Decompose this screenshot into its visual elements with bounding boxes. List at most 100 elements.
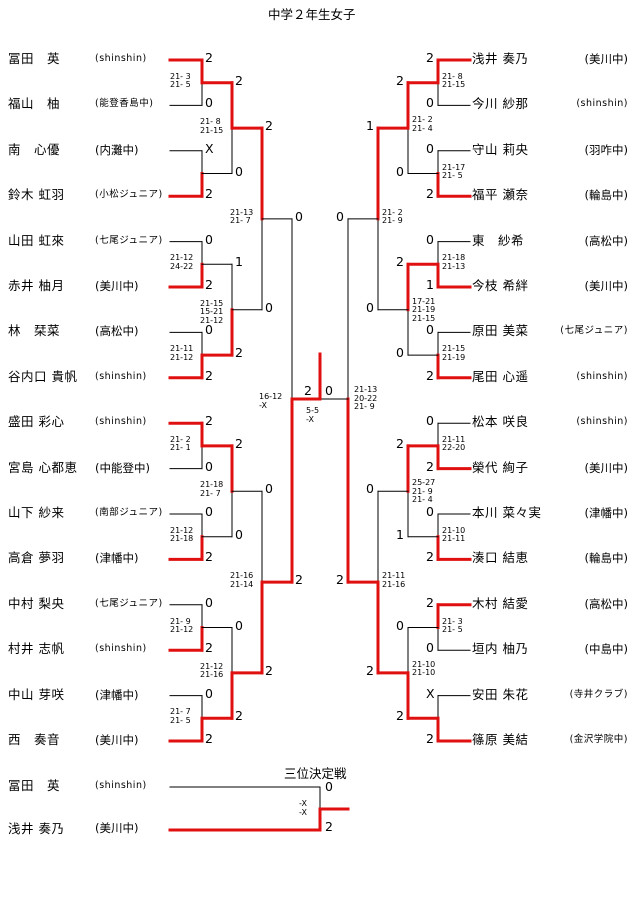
score: 0 (426, 322, 434, 338)
score: 2 (366, 662, 374, 678)
score: 0 (426, 413, 434, 429)
player-school: (美川中) (584, 460, 628, 475)
player-name: 篠原 美結 (472, 732, 529, 747)
player-school: (七尾ジュニア) (560, 325, 628, 337)
player-school: (内灘中) (95, 142, 139, 157)
score: 2 (265, 118, 273, 134)
player-school: (shinshin) (576, 416, 628, 428)
game-scores: 25-27 21- 9 21- 4 (412, 478, 436, 505)
score: 2 (235, 435, 243, 451)
player-name: 高倉 夢羽 (8, 550, 65, 566)
game-scores: 21- 7 21- 5 (170, 707, 191, 725)
score: 2 (396, 254, 404, 270)
player-school: (中能登中) (95, 460, 150, 475)
score: 0 (265, 299, 273, 315)
score: 2 (205, 731, 213, 746)
score: 0 (205, 685, 213, 701)
game-scores: 21-11 21-16 (382, 571, 406, 589)
player-name: 守山 莉央 (472, 141, 529, 157)
player-school: (美川中) (584, 52, 628, 66)
game-scores: 21- 2 21- 1 (170, 434, 191, 453)
score: 0 (235, 163, 243, 179)
score: 2 (426, 367, 434, 383)
player-school: (shinshin) (576, 370, 628, 382)
player-name: 鈴木 虹羽 (8, 187, 65, 203)
score: 2 (426, 549, 434, 565)
game-scores: 21- 8 21-15 (200, 117, 224, 135)
score: 0 (205, 322, 213, 338)
score: 0 (205, 231, 213, 247)
score: 2 (205, 413, 213, 429)
game-scores: 21- 9 21-12 (170, 616, 194, 634)
game-scores: 21-11 21-12 (170, 344, 194, 362)
player-name: 西 奏音 (8, 732, 61, 747)
player-name: 赤井 柚月 (8, 278, 65, 293)
score: 0 (336, 208, 344, 224)
player-name: 原田 美菜 (472, 323, 529, 339)
player-school: (能登香島中) (95, 98, 154, 110)
player-name: 山田 虹來 (8, 232, 65, 248)
score: 0 (205, 504, 213, 519)
player-name: 尾田 心遥 (472, 368, 529, 384)
player-name: 福山 柚 (8, 96, 61, 112)
player-school: (shinshin) (95, 53, 147, 64)
player-school: (shinshin) (95, 370, 147, 382)
score: 2 (205, 367, 213, 383)
score: 2 (396, 708, 404, 724)
game-scores: 21-10 21-11 (442, 525, 466, 544)
player-name: 松本 咲良 (472, 414, 529, 430)
score: 2 (265, 662, 273, 678)
score: 2 (295, 572, 303, 588)
score: 0 (325, 779, 333, 794)
player-name: 福平 瀬奈 (472, 187, 529, 203)
score: 0 (366, 481, 374, 497)
player-school: (美川中) (95, 733, 139, 747)
score: 2 (396, 435, 404, 451)
game-scores: 21-16 21-14 (230, 571, 254, 589)
score: 0 (205, 458, 213, 474)
score: 0 (325, 383, 333, 398)
player-name: 宮島 心都恵 (8, 459, 78, 475)
player-name: 冨田 英 (8, 778, 61, 793)
game-scores: 21-15 21-19 (442, 344, 466, 362)
player-name: 浅井 奏乃 (8, 821, 65, 836)
player-name: 木村 結愛 (472, 595, 529, 611)
game-scores: 21- 2 21- 4 (412, 115, 433, 133)
player-school: (小松ジュニア) (95, 189, 163, 201)
player-school: (金沢学院中) (569, 734, 628, 745)
game-scores: 21-13 21- 7 (230, 207, 254, 226)
player-name: 垣内 柚乃 (472, 641, 529, 657)
player-school: (美川中) (95, 279, 139, 293)
player-school: (shinshin) (95, 780, 147, 791)
score: 0 (426, 140, 434, 156)
game-scores: 5-5 -X (306, 406, 320, 424)
player-school: (羽咋中) (584, 142, 628, 157)
player-name: 山下 紗来 (8, 505, 65, 520)
game-scores: 21-12 24-22 (170, 253, 194, 271)
player-name: 東 紗希 (472, 232, 525, 248)
score: 0 (426, 95, 434, 111)
score: 0 (366, 299, 374, 315)
score: 2 (205, 640, 213, 656)
score: 2 (235, 708, 243, 724)
score: 1 (426, 277, 434, 292)
player-school: (美川中) (95, 821, 139, 835)
score: 0 (235, 617, 243, 633)
player-school: (津幡中) (584, 506, 628, 520)
player-name: 中山 芽咲 (8, 686, 65, 702)
score: 0 (295, 208, 303, 224)
game-scores: 21-12 21-18 (170, 525, 194, 544)
score: 0 (205, 594, 213, 610)
game-scores: 21- 2 21- 9 (382, 207, 403, 226)
player-school: (七尾ジュニア) (95, 597, 163, 609)
score: X (426, 685, 435, 701)
score: 0 (205, 95, 213, 111)
game-scores: -X -X (299, 799, 307, 817)
player-school: (津幡中) (95, 551, 139, 566)
player-school: (七尾ジュニア) (95, 234, 163, 246)
score: 2 (336, 572, 344, 588)
player-name: 中村 梨央 (8, 595, 65, 611)
game-scores: 21- 8 21-15 (442, 71, 466, 90)
score: 0 (235, 526, 243, 542)
